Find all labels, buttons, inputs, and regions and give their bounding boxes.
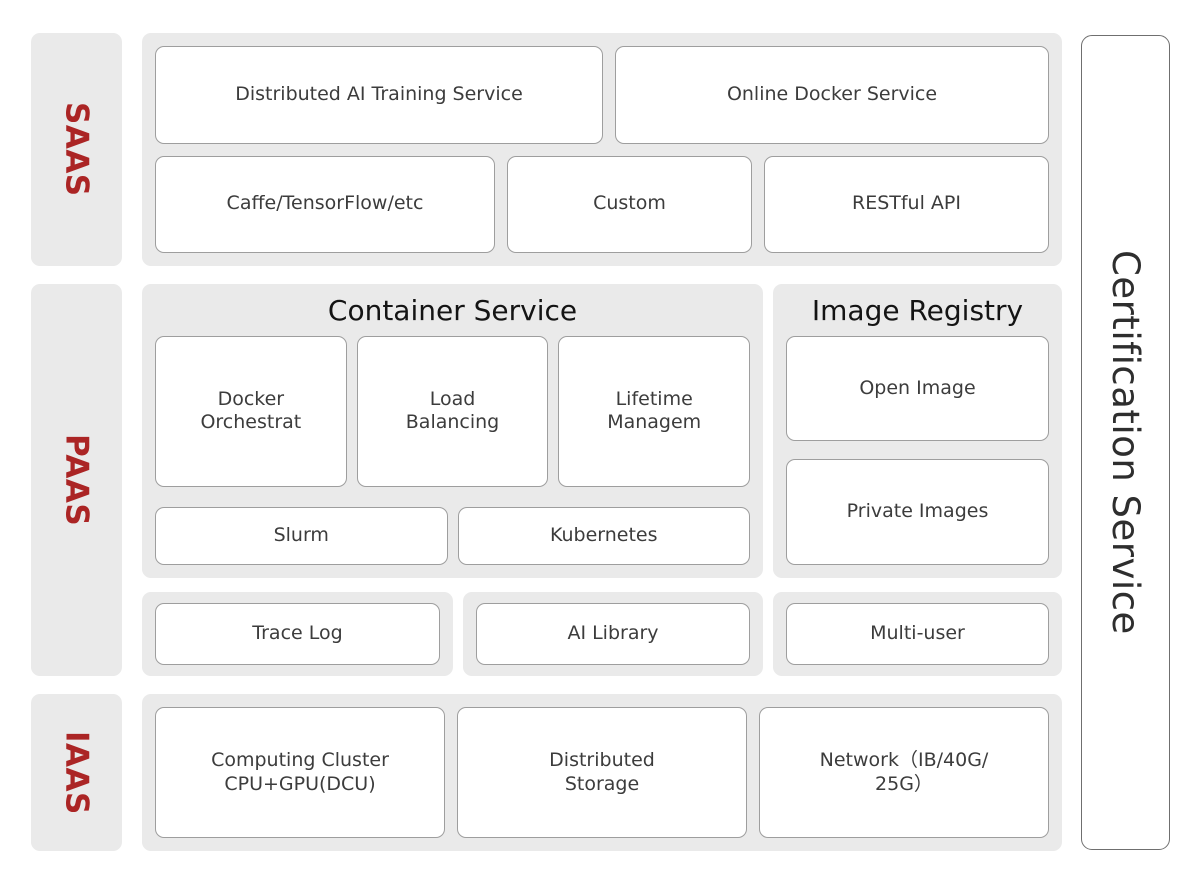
card-restful-api[interactable]: RESTful API [764, 155, 1049, 253]
group-container-service: Container Service Docker Orchestrat Load… [142, 284, 763, 578]
card-network[interactable]: Network（IB/40G/ 25G） [759, 707, 1049, 838]
card-distributed-ai-training-service[interactable]: Distributed AI Training Service [155, 46, 603, 144]
card-computing-cluster[interactable]: Computing Cluster CPU+GPU(DCU) [155, 707, 445, 838]
tier-label-paas-text: PAAS [58, 433, 95, 527]
strip-cell-ai-library: AI Library [463, 592, 763, 676]
tier-label-column: SAAS PAAS IAAS [31, 33, 122, 852]
saas-band: Distributed AI Training Service Online D… [142, 33, 1062, 266]
saas-row-2: Caffe/TensorFlow/etc Custom RESTful API [155, 155, 1049, 253]
card-lifetime-managem[interactable]: Lifetime Managem [558, 335, 751, 487]
card-load-balancing[interactable]: Load Balancing [356, 335, 549, 487]
card-multi-user[interactable]: Multi-user [786, 603, 1049, 665]
card-private-images[interactable]: Private Images [786, 459, 1049, 566]
container-service-row-2: Slurm Kubernetes [155, 507, 750, 565]
tier-label-iaas-text: IAAS [58, 730, 95, 815]
saas-row-1: Distributed AI Training Service Online D… [155, 46, 1049, 144]
card-open-image[interactable]: Open Image [786, 335, 1049, 442]
group-title-container-service: Container Service [327, 294, 578, 327]
card-trace-log[interactable]: Trace Log [155, 603, 440, 665]
certification-service-panel[interactable]: Certification Service [1081, 35, 1170, 850]
tier-label-saas-text: SAAS [58, 102, 95, 197]
strip-cell-trace-log: Trace Log [142, 592, 453, 676]
container-service-rows: Docker Orchestrat Load Balancing Lifetim… [155, 335, 751, 565]
iaas-band: Computing Cluster CPU+GPU(DCU) Distribut… [142, 694, 1062, 851]
tier-label-iaas: IAAS [31, 694, 122, 851]
group-title-image-registry: Image Registry [811, 294, 1024, 327]
certification-service-label: Certification Service [1104, 250, 1147, 635]
container-service-row-1: Docker Orchestrat Load Balancing Lifetim… [155, 335, 751, 487]
card-online-docker-service[interactable]: Online Docker Service [615, 46, 1049, 144]
paas-upper-row: Container Service Docker Orchestrat Load… [142, 284, 1062, 578]
card-ai-library[interactable]: AI Library [476, 603, 750, 665]
card-docker-orchestrat[interactable]: Docker Orchestrat [155, 335, 347, 487]
card-caffe-tensorflow-etc[interactable]: Caffe/TensorFlow/etc [155, 155, 495, 253]
card-custom[interactable]: Custom [507, 155, 752, 253]
tier-label-saas: SAAS [31, 33, 122, 266]
paas-support-strip: Trace Log AI Library Multi-user [142, 592, 1062, 676]
strip-cell-multi-user: Multi-user [773, 592, 1062, 676]
group-image-registry: Image Registry Open Image Private Images [773, 284, 1062, 578]
card-distributed-storage[interactable]: Distributed Storage [457, 707, 747, 838]
card-slurm[interactable]: Slurm [155, 507, 448, 565]
paas-area: Container Service Docker Orchestrat Load… [142, 284, 1062, 676]
tier-label-paas: PAAS [31, 284, 122, 676]
image-registry-cards: Open Image Private Images [786, 335, 1049, 566]
tier-content-column: Distributed AI Training Service Online D… [142, 33, 1062, 852]
card-kubernetes[interactable]: Kubernetes [457, 507, 750, 565]
